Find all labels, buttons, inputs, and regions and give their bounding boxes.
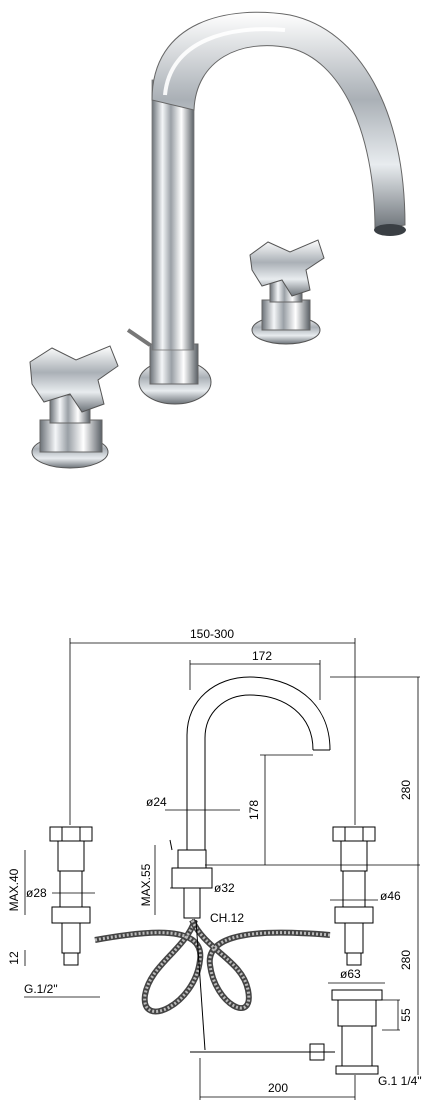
right-handle bbox=[249, 239, 325, 345]
svg-text:55: 55 bbox=[399, 1008, 413, 1022]
spout-base-drawing bbox=[169, 839, 213, 919]
product-photo bbox=[29, 11, 406, 469]
svg-text:G.1 1/4": G.1 1/4" bbox=[378, 1074, 422, 1088]
svg-text:200: 200 bbox=[268, 1081, 288, 1095]
dimension-lower-height: 280 bbox=[399, 865, 419, 1075]
svg-text:ø24: ø24 bbox=[146, 795, 167, 809]
dimension-pop-up-length: 200 bbox=[199, 1058, 356, 1100]
flexible-hoses bbox=[94, 918, 331, 1051]
spout-outline bbox=[186, 676, 331, 850]
dimension-deck-max55: MAX.55 ø32 CH.12 bbox=[139, 845, 244, 925]
spout bbox=[126, 11, 406, 405]
svg-text:172: 172 bbox=[252, 649, 272, 663]
svg-text:MAX.55: MAX.55 bbox=[139, 863, 153, 906]
svg-text:ø32: ø32 bbox=[214, 881, 235, 895]
svg-text:ø46: ø46 bbox=[380, 889, 401, 903]
technical-drawing: 150-300 172 280 280 178 ø24 bbox=[7, 627, 422, 1100]
left-handle bbox=[29, 345, 119, 469]
dimension-overall-width: 150-300 bbox=[69, 627, 356, 825]
svg-text:G.1/2": G.1/2" bbox=[24, 982, 58, 996]
right-handle-drawing bbox=[332, 826, 376, 966]
dimension-total-height: 280 bbox=[205, 676, 420, 866]
dimension-spout-projection: 172 bbox=[189, 649, 321, 700]
svg-text:150-300: 150-300 bbox=[190, 627, 234, 641]
svg-text:CH.12: CH.12 bbox=[210, 911, 244, 925]
svg-text:ø28: ø28 bbox=[26, 886, 47, 900]
svg-text:MAX.40: MAX.40 bbox=[7, 868, 21, 911]
left-handle-drawing bbox=[49, 826, 93, 966]
svg-text:12: 12 bbox=[7, 951, 21, 965]
svg-text:178: 178 bbox=[247, 800, 261, 820]
dimension-tail: 12 G.1/2" bbox=[7, 950, 100, 998]
waste-assembly: ø63 55 G.1 1/4" bbox=[190, 967, 422, 1088]
dimension-spout-diameter: ø24 bbox=[146, 795, 240, 811]
dimension-spout-clearance: 178 bbox=[247, 754, 313, 865]
dimension-right-base: ø46 bbox=[330, 889, 401, 903]
svg-text:ø63: ø63 bbox=[340, 967, 361, 981]
svg-text:280: 280 bbox=[399, 950, 413, 970]
dimension-left-max40: MAX.40 ø28 bbox=[7, 850, 95, 915]
svg-text:280: 280 bbox=[399, 780, 413, 800]
